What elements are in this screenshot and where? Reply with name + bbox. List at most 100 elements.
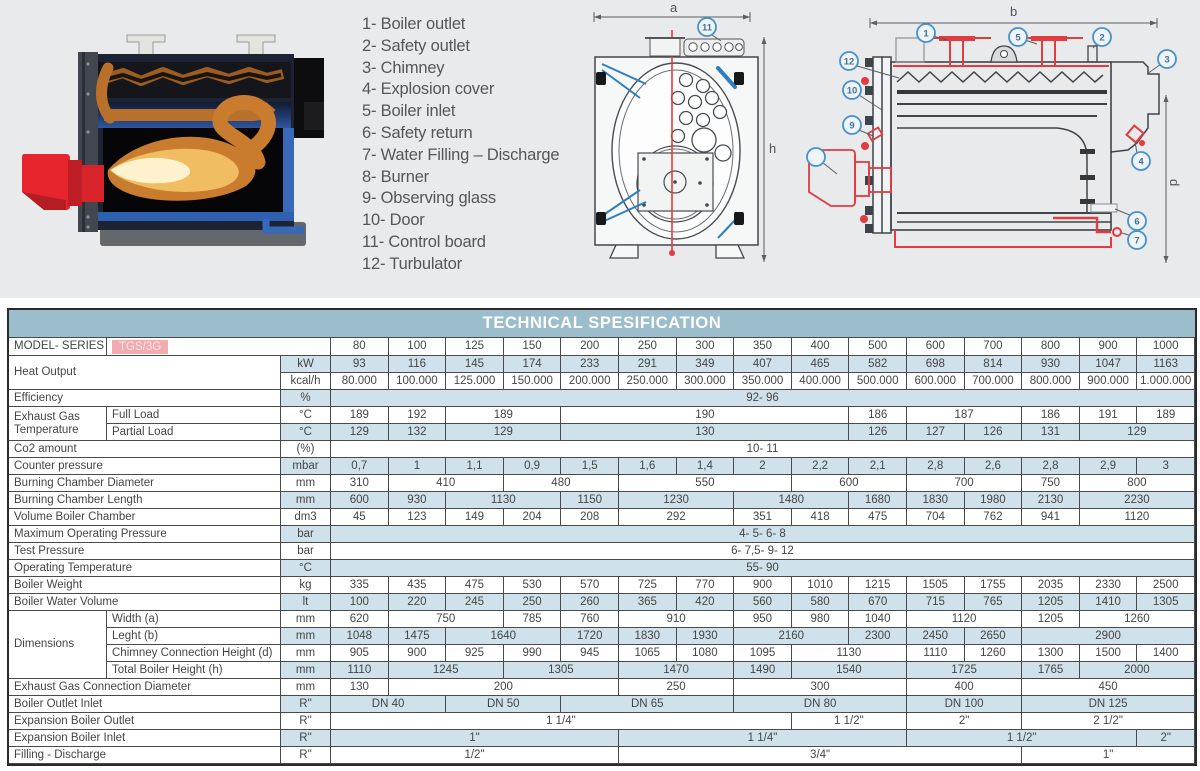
data-cell: 941 (1022, 509, 1080, 526)
data-cell: 765 (964, 594, 1023, 611)
data-cell: 1725 (906, 662, 1023, 679)
data-cell: 4- 5- 6- 8 (331, 526, 1195, 543)
data-cell: 10- 11 (331, 441, 1195, 458)
row-label: Exhaust Gas Temperature (9, 407, 107, 441)
water-jacket (283, 128, 294, 221)
legend-item: 2- Safety outlet (362, 36, 470, 55)
row-unit: lt (281, 594, 331, 611)
column-header: 800 (1022, 338, 1080, 356)
row-unit: kg (281, 577, 331, 594)
data-cell: 670 (849, 594, 907, 611)
data-cell: 725 (618, 577, 677, 594)
data-cell: 130 (561, 424, 850, 441)
data-cell: 1245 (388, 662, 504, 679)
row-label: Burning Chamber Diameter (9, 475, 281, 492)
row-unit: R" (281, 730, 331, 747)
data-cell: 1490 (734, 662, 792, 679)
legend-item: 4- Explosion cover (362, 80, 495, 99)
data-cell: 900 (388, 645, 447, 662)
data-cell: 1830 (618, 628, 677, 645)
data-cell: 45 (331, 509, 389, 526)
data-cell: 250 (503, 594, 562, 611)
row-label: Operating Temperature (9, 560, 281, 577)
corner-blocks (596, 72, 744, 225)
data-cell: 420 (676, 594, 735, 611)
data-cell: 2330 (1079, 577, 1138, 594)
flue-duct (897, 127, 1088, 212)
top-figures-band: 1- Boiler outlet 2- Safety outlet 3- Chi… (0, 0, 1200, 298)
data-cell: 400 (906, 679, 1023, 696)
flame (107, 95, 276, 201)
legend-item: 7- Water Filling – Discharge (362, 145, 560, 164)
data-cell: 129 (446, 424, 562, 441)
data-cell: 2650 (964, 628, 1023, 645)
data-cell: 800 (1079, 475, 1195, 492)
data-cell: 930 (1022, 356, 1080, 373)
data-cell: 220 (388, 594, 447, 611)
data-cell: 698 (906, 356, 965, 373)
data-cell: 123 (388, 509, 447, 526)
hinge-braces (601, 63, 737, 239)
data-cell: 418 (791, 509, 850, 526)
data-cell: 349 (676, 356, 735, 373)
burner (22, 154, 104, 210)
legend-item: 6- Safety return (362, 123, 473, 142)
svg-text:h: h (769, 141, 776, 156)
column-header: 200 (561, 338, 619, 356)
row-label: Counter pressure (9, 458, 281, 475)
data-cell: 800.000 (1022, 373, 1080, 390)
data-cell: 208 (561, 509, 619, 526)
data-cell: 600.000 (906, 373, 965, 390)
data-cell: 2 1/2" (1022, 713, 1195, 730)
data-cell: 200 (388, 679, 619, 696)
data-cell: 945 (561, 645, 619, 662)
data-cell: 762 (964, 509, 1023, 526)
data-cell: 925 (446, 645, 504, 662)
legend-item: 5- Boiler inlet (362, 102, 456, 121)
data-cell: 365 (618, 594, 677, 611)
row-unit: kW (281, 356, 331, 373)
row-label: Burning Chamber Length (9, 492, 281, 509)
data-cell: 2450 (906, 628, 965, 645)
svg-text:10: 10 (847, 86, 858, 97)
row-unit: mm (281, 679, 331, 696)
column-header: 900 (1079, 338, 1138, 356)
data-cell: 760 (561, 611, 619, 628)
data-cell: 291 (618, 356, 677, 373)
data-cell: 1500 (1079, 645, 1138, 662)
row-label: Heat Output (9, 356, 281, 390)
row-unit: mm (281, 662, 331, 679)
data-cell: 1,5 (561, 458, 619, 475)
data-cell: 2,8 (906, 458, 965, 475)
data-cell: 1205 (1022, 611, 1080, 628)
data-cell: 1480 (734, 492, 850, 509)
data-cell: 1,6 (618, 458, 677, 475)
data-cell: 1/2" (331, 747, 619, 764)
data-cell: 1260 (964, 645, 1023, 662)
data-cell: 1" (1022, 747, 1195, 764)
data-cell: 350.000 (734, 373, 792, 390)
legend: 1- Boiler outlet 2- Safety outlet 3- Chi… (362, 14, 612, 276)
data-cell: 1,4 (676, 458, 735, 475)
row-unit: °C (281, 424, 331, 441)
data-cell: 55- 90 (331, 560, 1195, 577)
callout-9: 9 (842, 115, 862, 135)
data-cell: 149 (446, 509, 504, 526)
data-cell: 1215 (849, 577, 907, 594)
svg-text:d: d (1167, 179, 1182, 186)
row-unit: (%) (281, 441, 331, 458)
row-unit: mm (281, 628, 331, 645)
data-cell: 580 (791, 594, 850, 611)
svg-text:11: 11 (702, 23, 713, 34)
column-header: 350 (734, 338, 792, 356)
callout-10: 10 (842, 80, 862, 100)
row-label: Filling - Discharge (9, 747, 281, 764)
data-cell: 2500 (1137, 577, 1195, 594)
data-cell: 900.000 (1079, 373, 1138, 390)
legend-item: 9- Observing glass (362, 189, 496, 208)
data-cell: 2 (734, 458, 792, 475)
data-cell: 2035 (1022, 577, 1080, 594)
data-cell: 1150 (561, 492, 619, 509)
dimension-h: h (761, 37, 776, 262)
